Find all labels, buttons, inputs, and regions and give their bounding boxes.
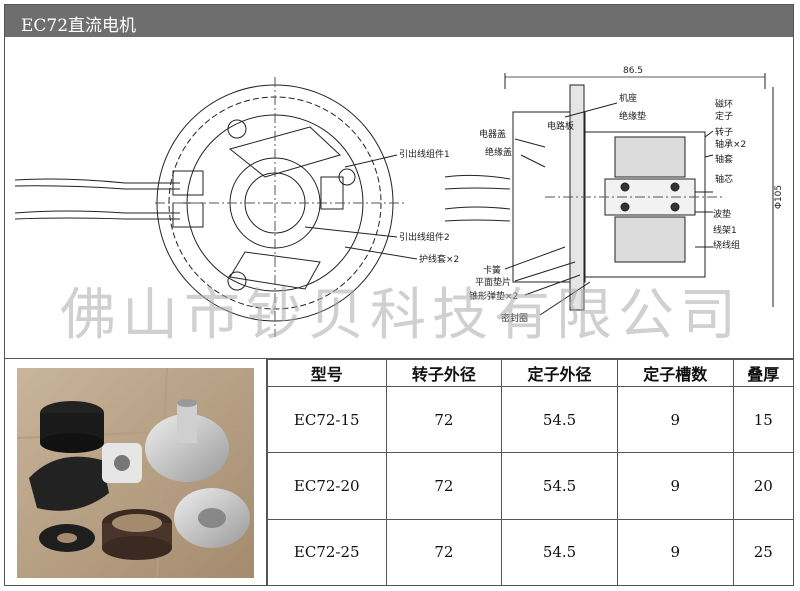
cell-stator-diameter: 54.5 <box>501 385 618 454</box>
cell-stator-slots: 9 <box>616 518 734 587</box>
label-rotor: 转子 <box>715 126 733 138</box>
table-row: EC72-15 72 54.5 9 15 <box>267 385 795 454</box>
cell-stack-thickness: 20 <box>732 452 795 520</box>
label-magnet-ring: 磁环 <box>715 98 733 110</box>
cell-stack-thickness: 25 <box>732 518 795 587</box>
page-title: EC72直流电机 <box>21 16 137 36</box>
table-header-row: 型号 转子外径 定子外径 定子槽数 叠厚 <box>267 359 795 387</box>
company-watermark: 佛山市钞贝科技有限公司 <box>60 283 742 348</box>
label-insulation-cover: 绝缘盖 <box>485 146 512 158</box>
metal-base-part <box>145 414 229 482</box>
section-divider <box>5 358 793 359</box>
header-model: 型号 <box>267 359 387 387</box>
label-shaft-core: 轴芯 <box>715 173 733 185</box>
product-photo <box>17 368 254 578</box>
spec-table: 型号 转子外径 定子外径 定子槽数 叠厚 EC72-15 72 54.5 9 1… <box>267 359 795 587</box>
table-row: EC72-25 72 54.5 9 25 <box>267 518 795 587</box>
cell-stator-diameter: 54.5 <box>501 452 618 520</box>
label-bushing: 轴套 <box>715 153 733 165</box>
header-stator-slots: 定子槽数 <box>616 359 734 387</box>
page-frame <box>4 4 794 586</box>
label-circlip: 卡簧 <box>483 264 501 276</box>
header-stack-thickness: 叠厚 <box>732 359 795 387</box>
label-base: 机座 <box>619 92 637 104</box>
label-bearing: 轴承×2 <box>715 138 746 150</box>
header-stator-diameter: 定子外径 <box>501 359 618 387</box>
label-wave-washer: 波垫 <box>713 208 731 220</box>
dimension-top: 86.5 <box>623 66 643 76</box>
label-lead-assembly-1: 引出线组件1 <box>399 148 450 160</box>
cell-rotor-diameter: 72 <box>385 518 503 587</box>
label-conical-washer: 锥形弹垫×2 <box>469 290 518 302</box>
black-plate-part <box>29 456 109 511</box>
cell-model: EC72-15 <box>267 385 387 454</box>
cell-model: EC72-20 <box>267 452 387 520</box>
label-coil-frame: 线架1 <box>713 224 737 236</box>
title-bar: EC72直流电机 <box>5 5 793 37</box>
dimension-side: Φ105 <box>774 185 784 209</box>
motor-drawing: 86.5 Φ105 引出线组件1 引出线组件2 护线套×2 电路板 机座 绝缘垫… <box>5 37 793 358</box>
label-lead-assembly-2: 引出线组件2 <box>399 231 450 243</box>
label-wire-sleeve: 护线套×2 <box>419 253 459 265</box>
cell-rotor-diameter: 72 <box>385 452 503 520</box>
label-seal-ring: 密封圈 <box>501 312 528 324</box>
label-flat-washer: 平面垫片 <box>475 276 511 288</box>
label-winding: 绕线组 <box>713 239 740 251</box>
cell-stator-slots: 9 <box>616 385 734 454</box>
label-electrical-cover: 电器盖 <box>479 128 506 140</box>
cell-model: EC72-25 <box>267 518 387 587</box>
cell-rotor-diameter: 72 <box>385 385 503 454</box>
header-rotor-diameter: 转子外径 <box>385 359 503 387</box>
column-divider <box>266 358 267 586</box>
cell-stator-slots: 9 <box>616 452 734 520</box>
label-stator: 定子 <box>715 110 733 122</box>
label-circuit-board: 电路板 <box>547 120 574 132</box>
cell-stack-thickness: 15 <box>732 385 795 454</box>
label-insulation-pad: 绝缘垫 <box>619 110 646 122</box>
table-row: EC72-20 72 54.5 9 20 <box>267 452 795 520</box>
cell-stator-diameter: 54.5 <box>501 518 618 587</box>
